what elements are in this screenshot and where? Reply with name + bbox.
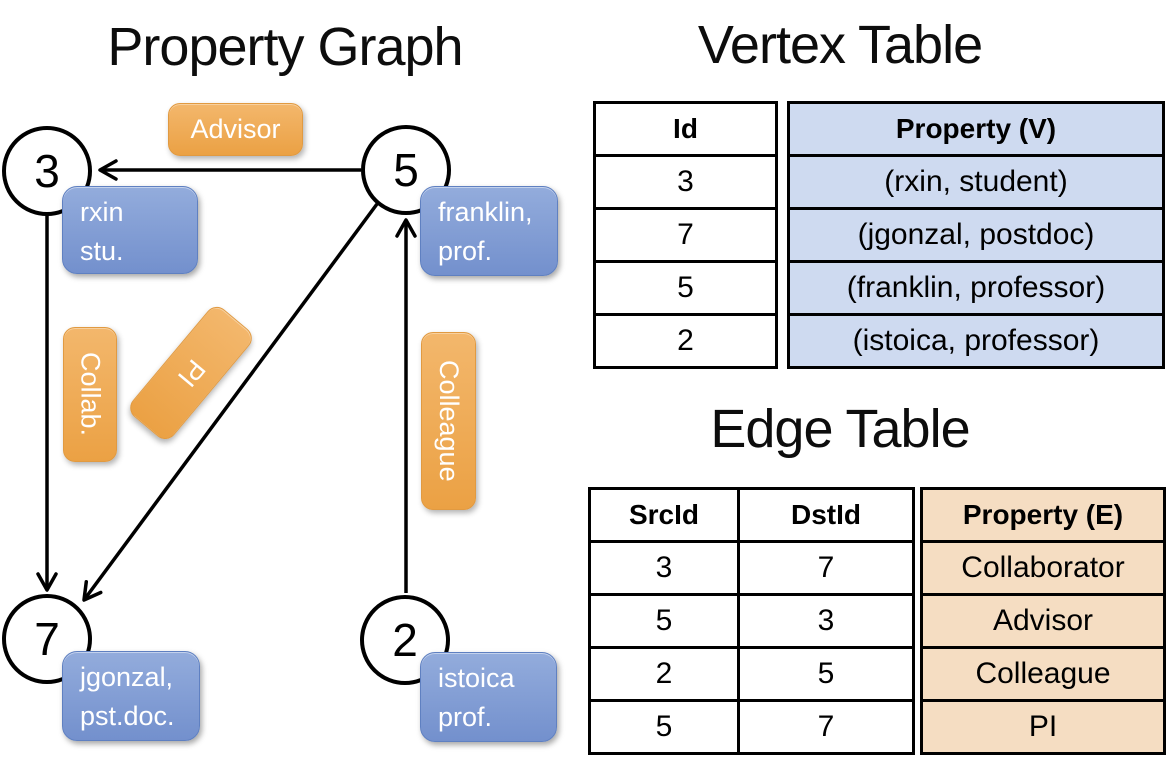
vertex-table-id-cell: 2 (596, 313, 775, 366)
edge-property-label-collab: Collab. (63, 327, 117, 462)
edge-property-text: Colleague (434, 360, 464, 482)
edge-table-srcid-cell: 2 (655, 657, 673, 690)
vertex-table-property-cell: (franklin, professor) (790, 260, 1162, 313)
vertex-table-property-cell: (jgonzal, postdoc) (790, 207, 1162, 260)
vertex-table-id-header: Id (673, 113, 698, 144)
edge-table-dstid-cell: 3 (737, 596, 912, 646)
node-id-label: 3 (34, 145, 60, 197)
edge-table-srcid-header: SrcId (628, 499, 700, 530)
vertex-table-id-column: Id 3 7 5 2 (593, 101, 778, 369)
edge-property-label-colleague: Colleague (421, 332, 476, 510)
vertex-table-title: Vertex Table (697, 15, 983, 75)
vertex-property-line: prof. (438, 236, 493, 266)
node-id-label: 2 (392, 614, 418, 666)
vertex-table-id-cell: 7 (596, 207, 775, 260)
node-id-label: 7 (34, 613, 60, 665)
edge-property-text: PI (171, 353, 212, 393)
vertex-table-id-cell: 5 (596, 260, 775, 313)
vertex-property-line: stu. (80, 236, 124, 266)
edge-table-property-column: Property (E) Collaborator Advisor Collea… (920, 487, 1166, 755)
edge-table-property-cell: Advisor (923, 593, 1163, 646)
edge-table-row: 3 7 (591, 540, 912, 593)
vertex-property-label-5: franklin, prof. (420, 186, 558, 276)
edge-table-srcid-cell: 3 (655, 551, 673, 584)
edge-table-header-row: SrcId DstId (591, 490, 912, 540)
edge-table-property-cell: Collaborator (923, 540, 1163, 593)
vertex-table-id-cell: 3 (596, 154, 775, 207)
graph-node-3: 3 (2, 126, 92, 216)
edge-table-property-header: Property (E) (962, 499, 1124, 530)
vertex-property-label-7: jgonzal, pst.doc. (62, 651, 200, 741)
vertex-table-property-header: Property (V) (895, 113, 1057, 144)
edge-property-label-advisor: Advisor (168, 103, 303, 156)
edge-property-text: Collab. (75, 352, 106, 437)
vertex-property-line: rxin (80, 197, 124, 227)
node-id-label: 5 (393, 144, 419, 196)
vertex-property-line: jgonzal, (80, 662, 174, 692)
edge-table-property-cell: PI (923, 699, 1163, 752)
edge-line-pi-5-7 (82, 202, 379, 602)
edge-table-row: 2 5 (591, 646, 912, 699)
edge-table-dstid-cell: 7 (737, 702, 912, 752)
vertex-property-line: istoica (438, 663, 515, 693)
vertex-property-line: franklin, (438, 197, 533, 227)
edge-table-dstid-cell: 7 (737, 543, 912, 593)
vertex-property-label-2: istoica prof. (420, 652, 557, 742)
edge-table-src-dst-columns: SrcId DstId 3 7 5 3 2 5 5 7 (588, 487, 915, 755)
vertex-property-label-3: rxin stu. (62, 186, 198, 274)
edge-table-row: 5 3 (591, 593, 912, 646)
edge-table-srcid-cell: 5 (655, 604, 673, 637)
vertex-table-property-column: Property (V) (rxin, student) (jgonzal, p… (787, 101, 1165, 369)
edge-table-row: 5 7 (591, 699, 912, 752)
edge-table-title: Edge Table (710, 399, 970, 459)
property-graph-title: Property Graph (107, 17, 463, 77)
edge-table-property-cell: Colleague (923, 646, 1163, 699)
edge-property-text: Advisor (190, 114, 281, 144)
vertex-table-property-cell: (rxin, student) (790, 154, 1162, 207)
edge-table-dstid-cell: 5 (737, 649, 912, 699)
vertex-property-line: pst.doc. (80, 701, 175, 731)
edge-table-dstid-header: DstId (737, 490, 912, 540)
edge-table-srcid-cell: 5 (655, 710, 673, 743)
vertex-property-line: prof. (438, 702, 493, 732)
vertex-table-property-cell: (istoica, professor) (790, 313, 1162, 366)
